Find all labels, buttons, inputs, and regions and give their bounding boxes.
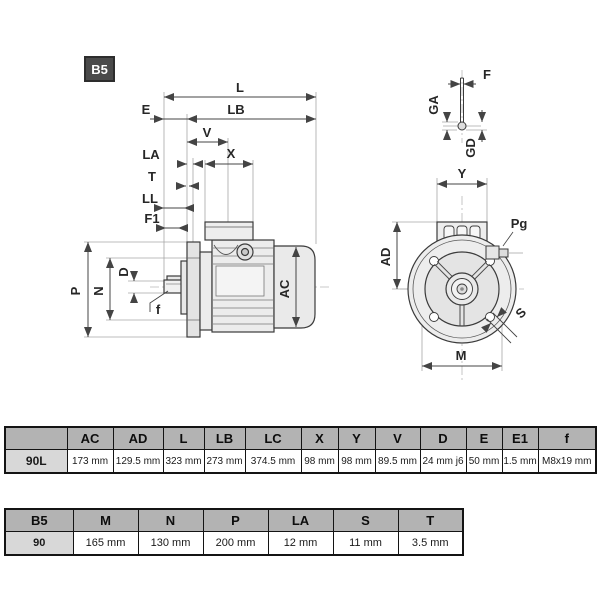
dim-label-GD: GD [463, 138, 478, 158]
housing-arch [213, 244, 239, 255]
dim-label-M: M [456, 348, 467, 363]
dim-label-V: V [203, 125, 212, 140]
cell: 200 mm [202, 531, 269, 556]
mount-type-badge: B5 [84, 56, 115, 82]
front-view: Pg Y AD M S [378, 166, 529, 380]
bolt-hole [429, 312, 439, 322]
col-header: AC [66, 426, 114, 450]
col-header: AD [112, 426, 164, 450]
col-header: M [72, 508, 139, 532]
spokes [434, 261, 490, 326]
col-header: T [397, 508, 464, 532]
row-header: 90 [4, 531, 74, 556]
bolt-hole [485, 312, 495, 322]
cell: 173 mm [66, 449, 114, 474]
col-header: B5 [4, 508, 74, 532]
cell: 12 mm [267, 531, 334, 556]
dimensions-table-main: AC AD L LB LC X Y V D E E1 f 90L 173 mm … [4, 426, 597, 474]
dim-label-AD: AD [378, 248, 393, 267]
dim-label-T: T [148, 169, 156, 184]
f-leader [149, 290, 169, 312]
dim-label-f: f [156, 302, 161, 317]
col-header: LA [267, 508, 334, 532]
row-header: 90L [4, 449, 68, 474]
dim-label-N: N [91, 286, 106, 295]
col-header: D [419, 426, 467, 450]
col-header: L [162, 426, 205, 450]
cell: 273 mm [203, 449, 246, 474]
cable-gland: Pg [485, 216, 528, 260]
dim-label-X: X [227, 146, 236, 161]
table-row: 90 165 mm 130 mm 200 mm 12 mm 11 mm 3.5 … [4, 531, 464, 556]
table-header-row: AC AD L LB LC X Y V D E E1 f [4, 426, 597, 450]
terminal-box-side [204, 221, 254, 241]
cell: 89.5 mm [374, 449, 421, 474]
col-header: N [137, 508, 204, 532]
motor-side-body [163, 221, 316, 338]
dim-label-AC: AC [277, 279, 292, 298]
dim-label-F: F [483, 67, 491, 82]
cell: 1.5 mm [501, 449, 539, 474]
cell: 98 mm [337, 449, 376, 474]
flange-front [407, 234, 517, 344]
front-dimensions: Y AD M S [378, 166, 529, 370]
dim-label-LA: LA [142, 147, 160, 162]
dim-label-P: P [68, 286, 83, 295]
table-row: 90L 173 mm 129.5 mm 323 mm 273 mm 374.5 … [4, 449, 597, 474]
col-header: V [374, 426, 421, 450]
dim-label-F1: F1 [144, 211, 159, 226]
dim-label-LL: LL [142, 191, 158, 206]
cell: 24 mm j6 [419, 449, 467, 474]
pg-leader [502, 231, 514, 247]
bearing-housing [199, 251, 213, 331]
dim-label-D: D [116, 267, 131, 276]
col-header: X [300, 426, 339, 450]
col-header: LB [203, 426, 246, 450]
col-header: S [332, 508, 399, 532]
col-header: P [202, 508, 269, 532]
cell: 3.5 mm [397, 531, 464, 556]
dim-label-Pg: Pg [511, 216, 528, 231]
table-header-row: B5 M N P LA S T [4, 508, 464, 532]
cell: 50 mm [465, 449, 503, 474]
nameplate [215, 265, 265, 297]
cell: 165 mm [72, 531, 139, 556]
dim-label-E: E [142, 102, 151, 117]
dim-label-Y: Y [458, 166, 467, 181]
dim-label-L: L [236, 80, 244, 95]
cell: M8x19 mm [537, 449, 597, 474]
col-header: f [537, 426, 597, 450]
cell: 11 mm [332, 531, 399, 556]
cell: 130 mm [137, 531, 204, 556]
cell: 98 mm [300, 449, 339, 474]
technical-drawing: L E LB V LA X T LL [68, 67, 529, 380]
cell: 129.5 mm [112, 449, 164, 474]
side-dimensions: L E LB V LA X T LL [68, 80, 316, 337]
flange-spigot [180, 260, 188, 315]
col-header [4, 426, 68, 450]
dim-label-GA: GA [426, 95, 441, 115]
bolt-hole [429, 256, 439, 266]
key-section-circle [457, 121, 467, 131]
cell: 374.5 mm [244, 449, 302, 474]
cell: 323 mm [162, 449, 205, 474]
side-view: L E LB V LA X T LL [68, 80, 332, 338]
col-header: E [465, 426, 503, 450]
dimensions-table-flange: B5 M N P LA S T 90 165 mm 130 mm 200 mm … [4, 508, 464, 556]
col-header: E1 [501, 426, 539, 450]
dim-label-S: S [512, 304, 529, 321]
flange-plate [186, 241, 201, 338]
shaft-key-detail: F GA GD [426, 67, 491, 158]
col-header: LC [244, 426, 302, 450]
dim-label-LB: LB [227, 102, 244, 117]
col-header: Y [337, 426, 376, 450]
